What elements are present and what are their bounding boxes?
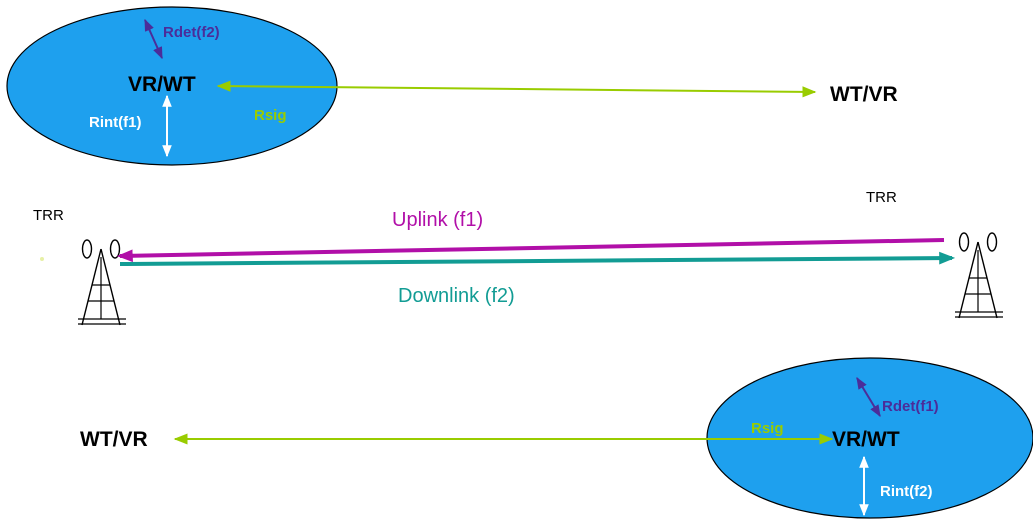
top-rdet-label: Rdet(f2): [163, 24, 220, 41]
downlink-arrow: [119, 251, 956, 266]
antenna-tower-icon: [78, 239, 126, 326]
top-rdet-arrow: [144, 18, 163, 60]
uplink-label: Uplink (f1): [392, 209, 483, 231]
left-tower-dot: [40, 257, 44, 261]
bottom-rsig-label: Rsig: [751, 420, 784, 437]
top-node-label: VR/WT: [128, 73, 196, 96]
antenna-tower-icon: [955, 232, 1003, 319]
bottom-node-label: VR/WT: [832, 428, 900, 451]
top-rint-label: Rint(f1): [89, 114, 142, 131]
top-far-label: WT/VR: [830, 83, 898, 106]
bottom-rdet-arrow: [856, 376, 881, 418]
downlink-label: Downlink (f2): [398, 285, 515, 307]
top-rsig-arrow: [216, 80, 817, 98]
right-tower-label: TRR: [866, 189, 897, 206]
top-rsig-label: Rsig: [254, 107, 287, 124]
left-tower-label: TRR: [33, 207, 64, 224]
bottom-far-label: WT/VR: [80, 428, 148, 451]
bottom-rint-label: Rint(f2): [880, 483, 933, 500]
uplink-arrow: [116, 238, 945, 263]
bottom-rdet-label: Rdet(f1): [882, 398, 939, 415]
